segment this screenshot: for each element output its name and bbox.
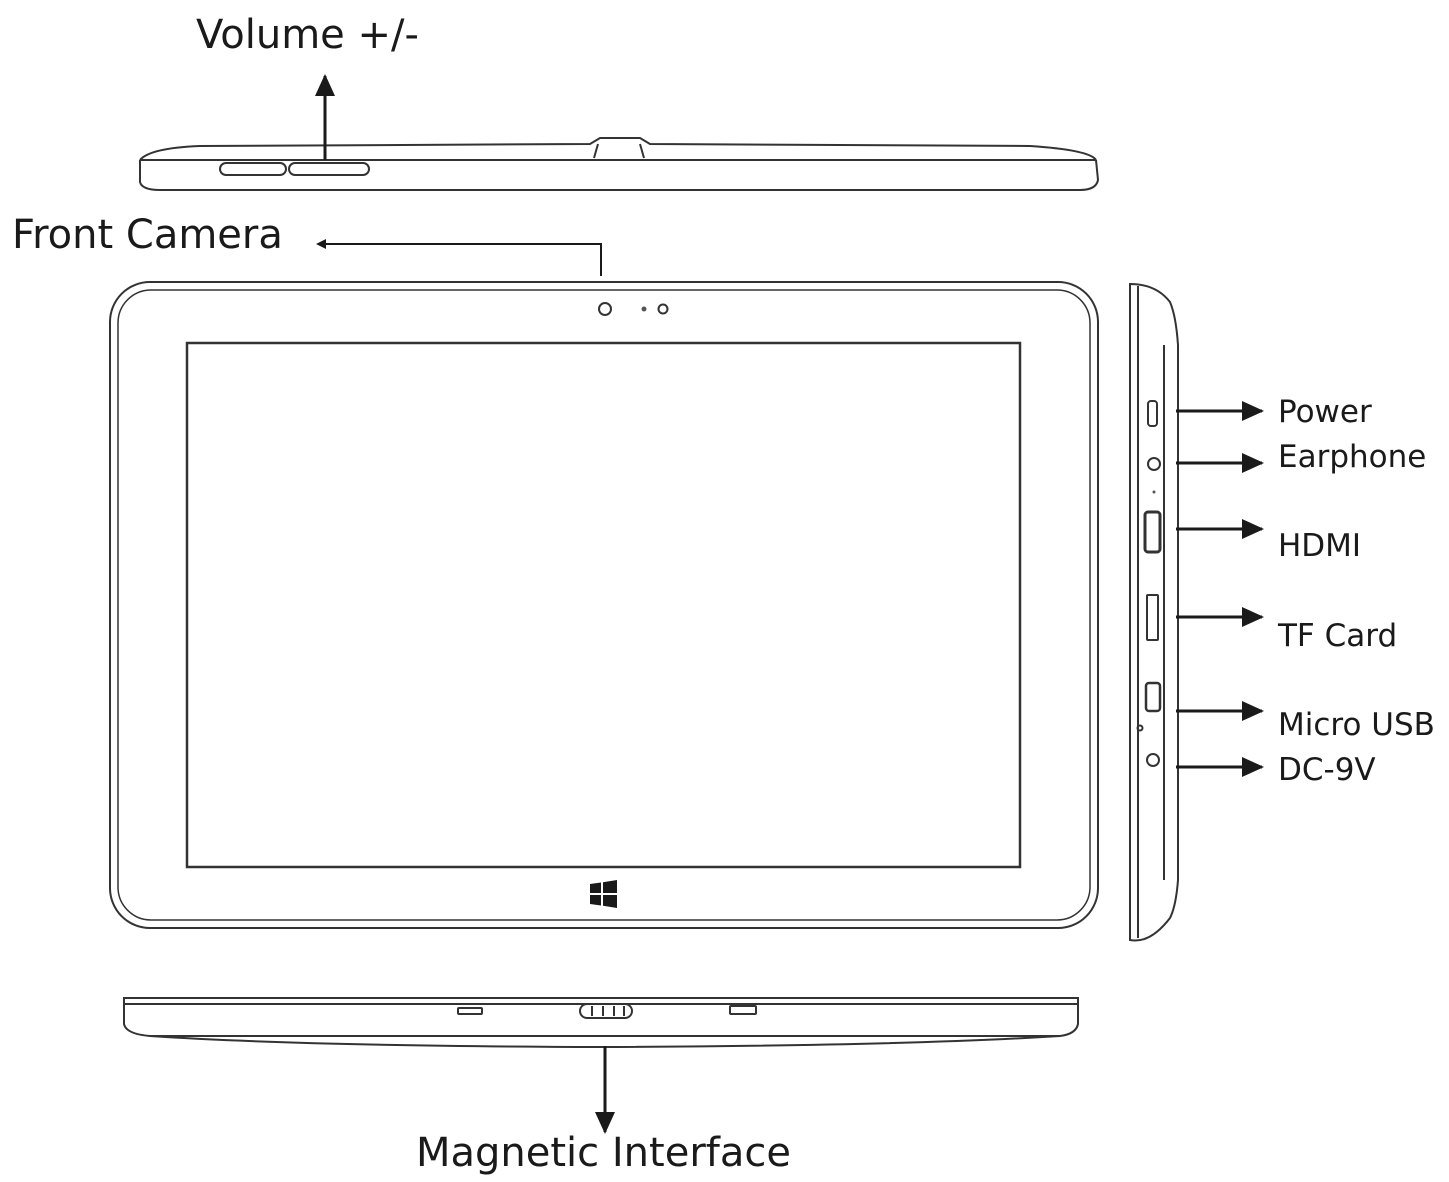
dock-slot-left (457, 1007, 483, 1015)
tablet-body-inner (117, 289, 1091, 921)
tablet-screen (185, 341, 1022, 869)
micro-usb-port (1144, 681, 1162, 713)
side-ports (1136, 400, 1162, 767)
light-sensor (641, 306, 647, 312)
front-camera-lens (598, 302, 612, 316)
tablet-body-outer (109, 281, 1099, 929)
volume-buttons (219, 162, 370, 176)
dock-slot-right (729, 1005, 757, 1015)
front-camera-label: Front Camera (12, 212, 283, 258)
tf-card-slot (1146, 594, 1159, 641)
led-indicator (1152, 490, 1156, 494)
power-label: Power (1278, 394, 1372, 430)
magnetic-interface-label: Magnetic Interface (416, 1130, 791, 1176)
hdmi-label: HDMI (1278, 528, 1361, 564)
dc-jack (1146, 753, 1160, 767)
volume-up-button (288, 162, 370, 176)
micro-usb-label: Micro USB (1278, 707, 1435, 743)
dc-9v-label: DC-9V (1278, 752, 1376, 788)
port-arrows (1176, 401, 1264, 777)
tablet-front-view (109, 281, 1099, 929)
windows-logo-icon (590, 880, 617, 908)
front-camera-arrow (316, 239, 602, 276)
tf-card-label: TF Card (1277, 618, 1397, 654)
earphone-label: Earphone (1278, 439, 1426, 475)
sensor-lens (657, 303, 669, 315)
magnetic-interface (457, 1003, 757, 1019)
tablet-top-view (139, 137, 1100, 191)
power-button (1147, 400, 1158, 427)
tablet-side-view (1129, 282, 1179, 942)
volume-label: Volume +/- (196, 12, 419, 58)
volume-down-button (219, 162, 287, 176)
reset-hole (1136, 724, 1144, 732)
earphone-jack (1147, 457, 1161, 471)
hdmi-port (1143, 510, 1162, 554)
